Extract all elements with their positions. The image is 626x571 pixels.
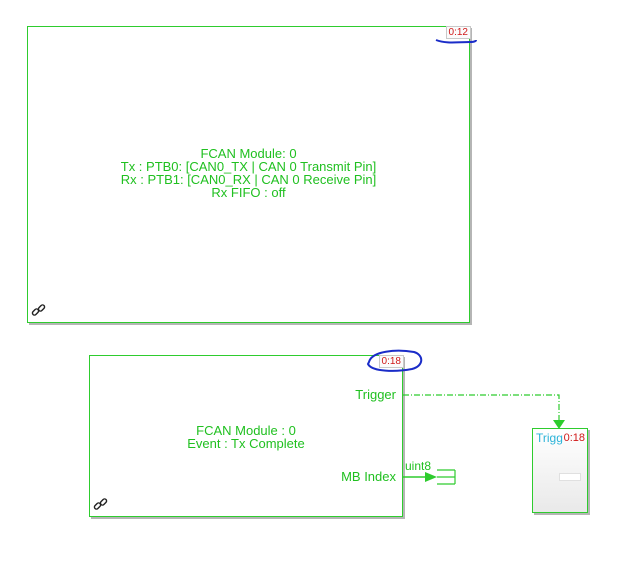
sample-time-badge: 0:18 <box>563 432 585 444</box>
module-line: FCAN Module: 0 <box>200 146 297 161</box>
rx-line: Rx : PTB1: [CAN0_RX | CAN 0 Receive Pin] <box>120 172 377 187</box>
sample-time-badge: 0:18 <box>378 355 404 368</box>
trigger-signal-line[interactable] <box>403 394 560 424</box>
rx-fifo-line: Rx FIFO : off <box>211 185 286 200</box>
signal-type-label: uint8 <box>405 459 432 473</box>
annotation-underline <box>435 39 477 44</box>
module-line: FCAN Module : 0 <box>196 423 296 438</box>
inport-marker <box>559 473 581 481</box>
link-icon[interactable] <box>92 496 110 514</box>
fcan-config-block[interactable]: 0:12 FCAN Module: 0 Tx : PTB0: [CAN0_TX … <box>27 26 471 323</box>
tx-line: Tx : PTB0: [CAN0_TX | CAN 0 Transmit Pin… <box>120 159 377 174</box>
event-line: Event : Tx Complete <box>187 436 305 451</box>
link-icon[interactable] <box>30 302 48 320</box>
terminator-icon[interactable] <box>437 469 456 485</box>
fcan-isr-block[interactable]: 0:18 FCAN Module : 0 Event : Tx Complete… <box>89 355 404 517</box>
block-description: FCAN Module: 0 Tx : PTB0: [CAN0_TX | CAN… <box>28 147 469 199</box>
mb-index-arrowhead <box>425 472 437 482</box>
trigger-port-label: Trigger <box>355 387 396 402</box>
annotation-circle <box>366 349 423 372</box>
block-description: FCAN Module : 0 Event : Tx Complete <box>90 424 402 450</box>
sample-time-badge: 0:12 <box>445 26 471 39</box>
mb-index-port-label: MB Index <box>341 469 396 484</box>
trigger-arrowhead <box>553 420 565 429</box>
trigger-label: Trigg <box>536 431 563 445</box>
triggered-subsystem-block[interactable]: Trigg 0:18 <box>532 428 588 513</box>
